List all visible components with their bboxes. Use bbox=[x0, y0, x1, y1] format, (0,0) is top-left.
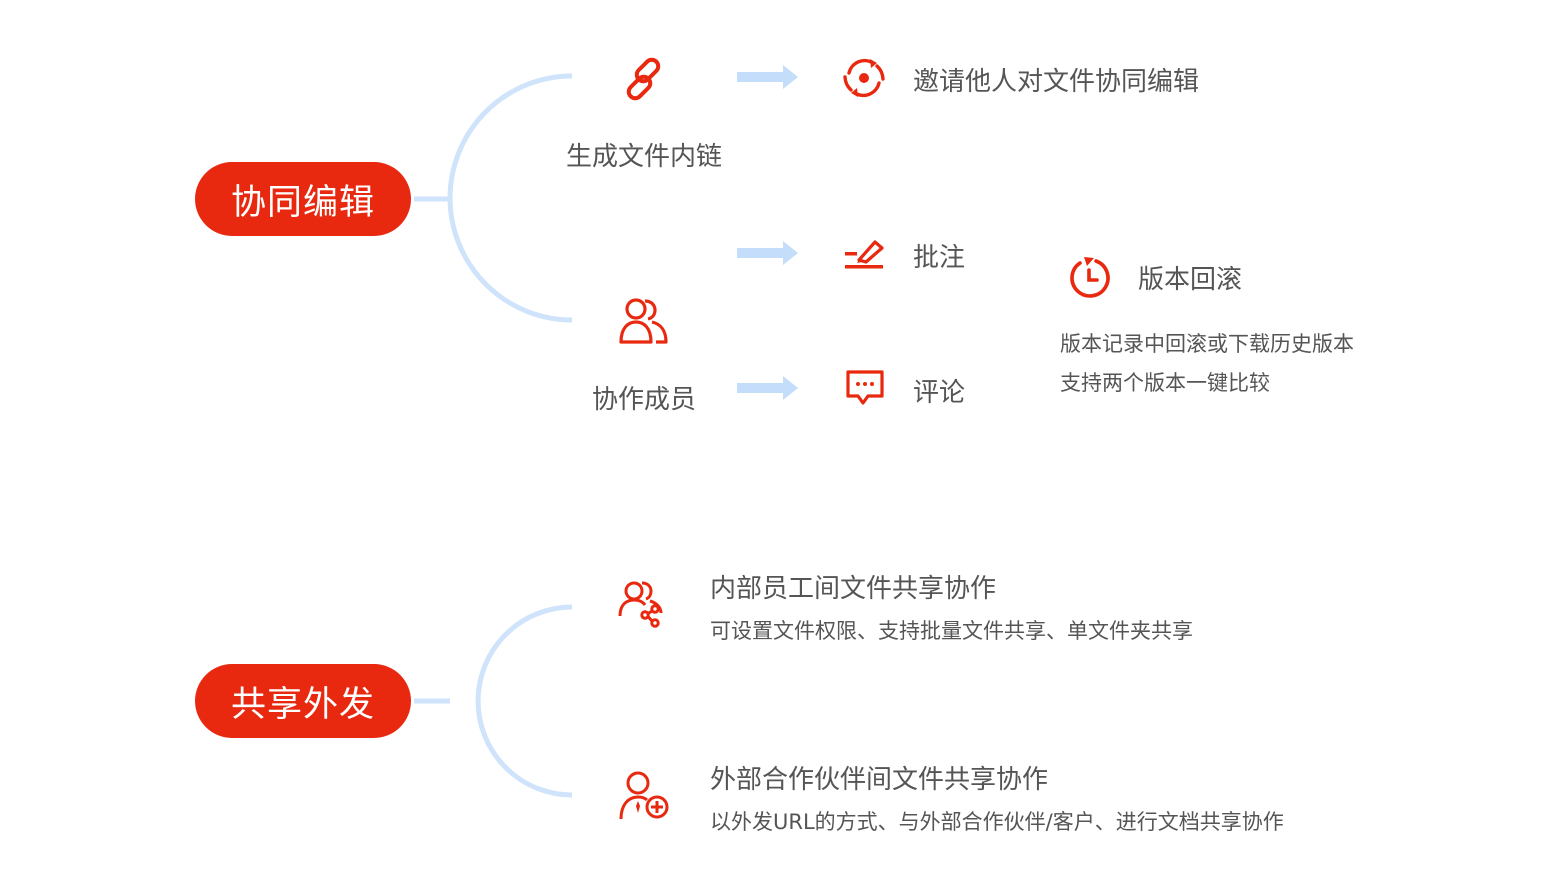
rollback-line-1: 版本记录中回滚或下载历史版本 bbox=[1060, 332, 1354, 356]
rollback-title: 版本回滚 bbox=[1138, 265, 1243, 295]
arrow-to-invite bbox=[737, 65, 798, 89]
invite-label: 邀请他人对文件协同编辑 bbox=[913, 67, 1200, 97]
group-share-icon bbox=[618, 581, 663, 628]
share-bracket-arc bbox=[475, 604, 573, 798]
external-share-desc: 以外发URL的方式、与外部合作伙伴/客户、进行文档共享协作 bbox=[710, 810, 1284, 834]
link-icon bbox=[626, 57, 661, 101]
internal-share-desc: 可设置文件权限、支持批量文件共享、单文件夹共享 bbox=[710, 619, 1193, 643]
history-clock-icon bbox=[1070, 257, 1110, 298]
external-share-title: 外部合作伙伴间文件共享协作 bbox=[710, 765, 1049, 795]
user-add-icon bbox=[619, 771, 669, 820]
link-label: 生成文件内链 bbox=[566, 142, 723, 172]
sync-target-icon bbox=[843, 58, 885, 98]
pen-annotate-icon bbox=[845, 240, 884, 269]
collab-title-pill: 协同编辑 bbox=[195, 162, 411, 236]
arrow-to-comment bbox=[737, 376, 798, 400]
arrow-to-annotate bbox=[737, 241, 798, 265]
annotate-label: 批注 bbox=[913, 243, 966, 273]
collab-bracket-arc bbox=[447, 73, 573, 323]
members-label: 协作成员 bbox=[592, 385, 697, 415]
users-icon bbox=[619, 298, 668, 344]
rollback-line-2: 支持两个版本一键比较 bbox=[1060, 371, 1270, 395]
internal-share-title: 内部员工间文件共享协作 bbox=[710, 574, 997, 604]
share-title-pill: 共享外发 bbox=[195, 664, 411, 738]
comment-label: 评论 bbox=[913, 378, 966, 408]
chat-bubble-icon bbox=[846, 370, 884, 405]
